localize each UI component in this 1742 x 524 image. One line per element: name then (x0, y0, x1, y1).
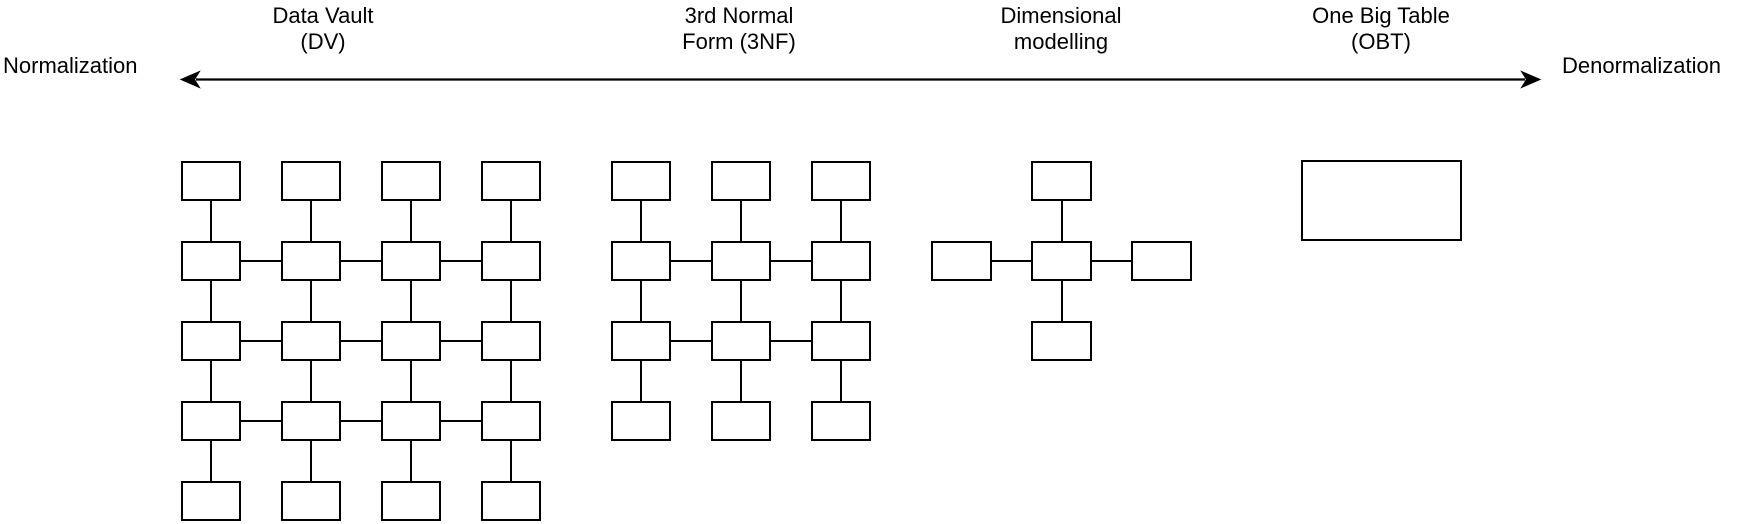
entity-box (711, 401, 771, 441)
connector-vertical (510, 361, 512, 401)
connector-horizontal (441, 260, 481, 262)
entity-box (181, 321, 241, 361)
connector-horizontal (771, 340, 811, 342)
entity-box (811, 401, 871, 441)
entity-box (481, 321, 541, 361)
connector-vertical (310, 441, 312, 481)
connector-vertical (740, 201, 742, 241)
model-label-line: (OBT) (1351, 29, 1411, 54)
model-label-line: Data Vault (272, 3, 374, 28)
entity-box (611, 401, 671, 441)
model-label-obt: One Big Table (OBT) (1312, 3, 1450, 55)
model-label-line: modelling (1013, 29, 1109, 54)
connector-horizontal (241, 420, 281, 422)
connector-vertical (840, 281, 842, 321)
connector-horizontal (241, 260, 281, 262)
arrowhead-left-icon (179, 70, 201, 89)
dimension-box-top (1031, 161, 1092, 201)
connector-horizontal (341, 420, 381, 422)
dimension-box-bottom (1031, 321, 1092, 361)
entity-box (281, 401, 341, 441)
entity-box (481, 241, 541, 281)
entity-box (281, 321, 341, 361)
model-label-line: (DV) (300, 29, 346, 54)
entity-box (481, 161, 541, 201)
connector-vertical (510, 441, 512, 481)
entity-box (281, 241, 341, 281)
one-big-table-box (1301, 160, 1462, 241)
entity-box (381, 321, 441, 361)
entity-box (481, 481, 541, 521)
model-label-line: Dimensional (1000, 3, 1122, 28)
model-label-3nf: 3rd Normal Form (3NF) (682, 3, 796, 55)
connector-horizontal (671, 260, 711, 262)
entity-box (811, 241, 871, 281)
entity-box (611, 241, 671, 281)
arrowhead-right-icon (1520, 70, 1542, 89)
connector-horizontal (241, 340, 281, 342)
connector-vertical (410, 361, 412, 401)
connector-vertical (510, 201, 512, 241)
connector-horizontal (441, 340, 481, 342)
connector-vertical (510, 281, 512, 321)
connector-vertical (840, 361, 842, 401)
connector-horizontal (1092, 260, 1131, 262)
connector-vertical (310, 281, 312, 321)
entity-box (181, 241, 241, 281)
dimension-box-right (1131, 241, 1192, 281)
connector-vertical (410, 441, 412, 481)
entity-box (181, 481, 241, 521)
model-label-line: Form (3NF) (682, 29, 796, 54)
entity-box (381, 481, 441, 521)
connector-horizontal (341, 260, 381, 262)
connector-horizontal (441, 420, 481, 422)
connector-vertical (310, 201, 312, 241)
normalization-denormalization-arrow (179, 70, 1542, 89)
connector-vertical (210, 361, 212, 401)
model-label-data-vault: Data Vault (DV) (272, 3, 373, 55)
connector-vertical (1060, 281, 1063, 321)
connector-vertical (410, 281, 412, 321)
axis-label-denormalization: Denormalization (1562, 53, 1721, 78)
connector-vertical (840, 201, 842, 241)
entity-box (711, 161, 771, 201)
connector-vertical (310, 361, 312, 401)
dimension-box-left (931, 241, 992, 281)
entity-box (381, 161, 441, 201)
entity-box (281, 161, 341, 201)
axis-label-normalization: Normalization (3, 53, 138, 78)
entity-box (711, 321, 771, 361)
entity-box (181, 161, 241, 201)
connector-vertical (740, 361, 742, 401)
model-label-dimensional: Dimensional modelling (1000, 3, 1121, 55)
connector-vertical (640, 201, 642, 241)
entity-box (811, 161, 871, 201)
connector-vertical (640, 361, 642, 401)
connector-horizontal (771, 260, 811, 262)
fact-table-box (1031, 241, 1092, 281)
connector-horizontal (992, 260, 1031, 262)
entity-box (281, 481, 341, 521)
entity-box (381, 241, 441, 281)
connector-vertical (410, 201, 412, 241)
entity-box (381, 401, 441, 441)
model-label-line: 3rd Normal (684, 3, 794, 28)
entity-box (481, 401, 541, 441)
model-label-line: One Big Table (1312, 3, 1450, 28)
connector-vertical (210, 201, 212, 241)
entity-box (811, 321, 871, 361)
connector-vertical (210, 441, 212, 481)
connector-vertical (210, 281, 212, 321)
connector-horizontal (671, 340, 711, 342)
entity-box (611, 161, 671, 201)
connector-horizontal (341, 340, 381, 342)
entity-box (711, 241, 771, 281)
connector-vertical (1060, 201, 1063, 241)
entity-box (181, 401, 241, 441)
connector-vertical (740, 281, 742, 321)
connector-vertical (640, 281, 642, 321)
entity-box (611, 321, 671, 361)
